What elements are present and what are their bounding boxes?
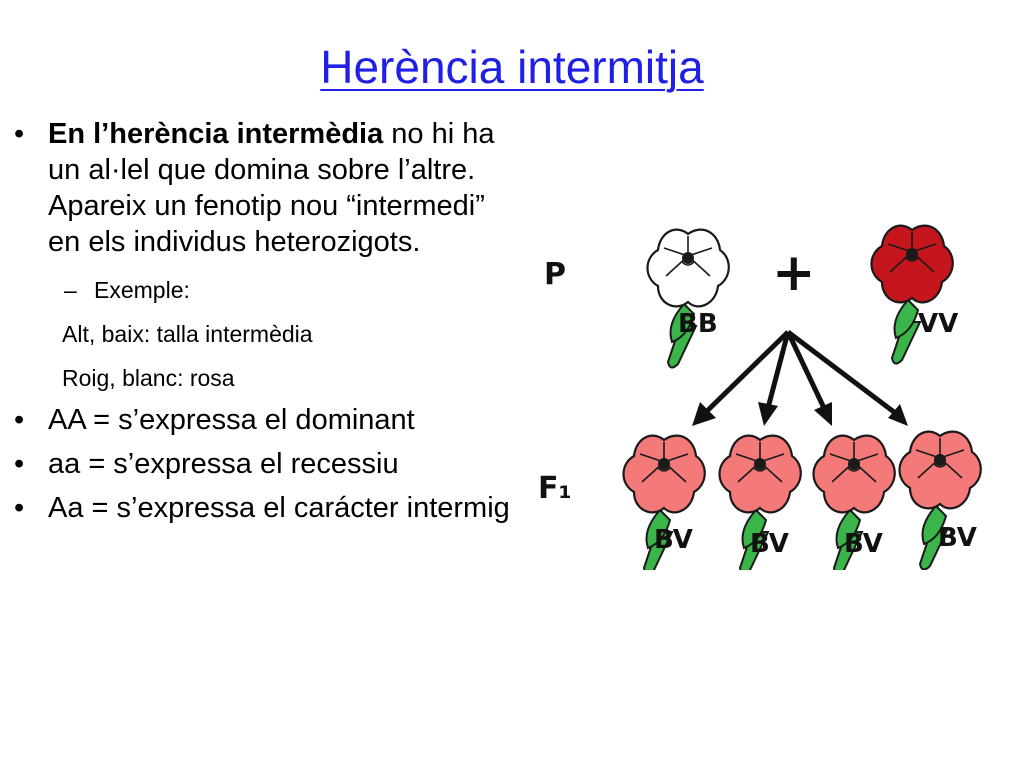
example-line-color: Roig, blanc: rosa xyxy=(62,365,235,391)
bullet-intermediate: Aa = s’expressa el carácter intermig xyxy=(14,490,524,526)
example-label: Exemple: xyxy=(14,268,524,312)
genotype-vv: VV xyxy=(918,309,958,339)
white-flower-icon xyxy=(646,228,730,369)
bullet-definition: En l’herència intermèdia no hi ha un al·… xyxy=(14,116,524,260)
genotype-bv-1: BV xyxy=(654,525,693,555)
example-line-height: Alt, baix: talla intermèdia xyxy=(62,321,313,347)
bullet-dominant: AA = s’expressa el dominant xyxy=(14,402,524,438)
cross-arrows xyxy=(692,330,908,426)
genotype-bv-3: BV xyxy=(844,529,883,559)
bullet-recessive: aa = s’expressa el recessiu xyxy=(14,446,524,482)
cross-diagram: P + F₁ BB VV BV BV BV BV xyxy=(538,224,982,570)
red-flower-icon xyxy=(870,224,954,365)
cross-symbol: + xyxy=(772,243,816,303)
bullet-definition-text: no hi ha un al·lel que domina sobre l’al… xyxy=(48,118,495,258)
f1-generation-label: F₁ xyxy=(538,471,572,506)
genotype-bv-4: BV xyxy=(938,523,977,553)
genotype-bv-2: BV xyxy=(750,529,789,559)
parent-generation-label: P xyxy=(544,257,566,292)
bullet-definition-bold: En l’herència intermèdia xyxy=(48,118,384,150)
genotype-bb: BB xyxy=(678,309,718,339)
slide-title: Herència intermitja xyxy=(320,41,704,93)
bullet-list: En l’herència intermèdia no hi ha un al·… xyxy=(14,116,524,534)
